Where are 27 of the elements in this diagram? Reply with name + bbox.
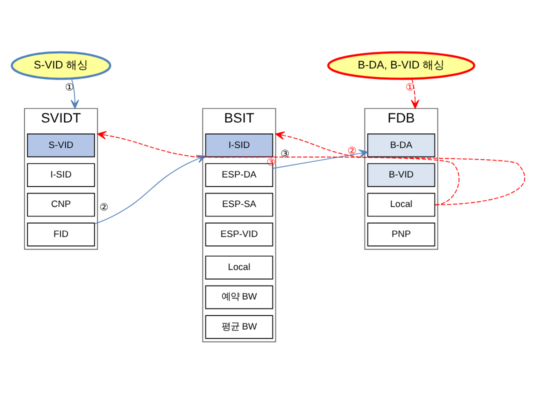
- edge-label: ②: [100, 202, 109, 213]
- arrow: [70, 78, 80, 108]
- node-box: PNP: [367, 222, 436, 246]
- node-box: ESP-VID: [205, 222, 274, 246]
- arrow: [97, 130, 460, 205]
- arrow: [272, 148, 368, 168]
- node-box: Local: [367, 192, 436, 216]
- edge-label: ③: [280, 148, 290, 160]
- edge-label: ①: [405, 82, 414, 94]
- node-box: CNP: [27, 192, 95, 216]
- node-box: 예약 BW: [205, 284, 274, 309]
- node-box: FID: [27, 222, 95, 246]
- node-box: ESP-SA: [205, 192, 274, 216]
- node-box: I-SID: [27, 162, 95, 186]
- arrow: [94, 154, 206, 224]
- node-box: I-SID: [205, 133, 274, 157]
- node-box: B-DA: [367, 133, 436, 157]
- node-ellipse: B-DA, B-VID 해싱: [327, 50, 476, 80]
- arrow: [410, 78, 420, 108]
- node-box: S-VID: [27, 133, 95, 157]
- node-box: B-VID: [367, 162, 436, 186]
- node-ellipse: S-VID 해싱: [10, 50, 112, 80]
- arrow: [275, 130, 526, 205]
- edge-label: ②: [348, 145, 357, 156]
- node-box: 평균 BW: [205, 314, 274, 338]
- edge-label: ①: [65, 82, 74, 94]
- node-box: Local: [205, 255, 274, 279]
